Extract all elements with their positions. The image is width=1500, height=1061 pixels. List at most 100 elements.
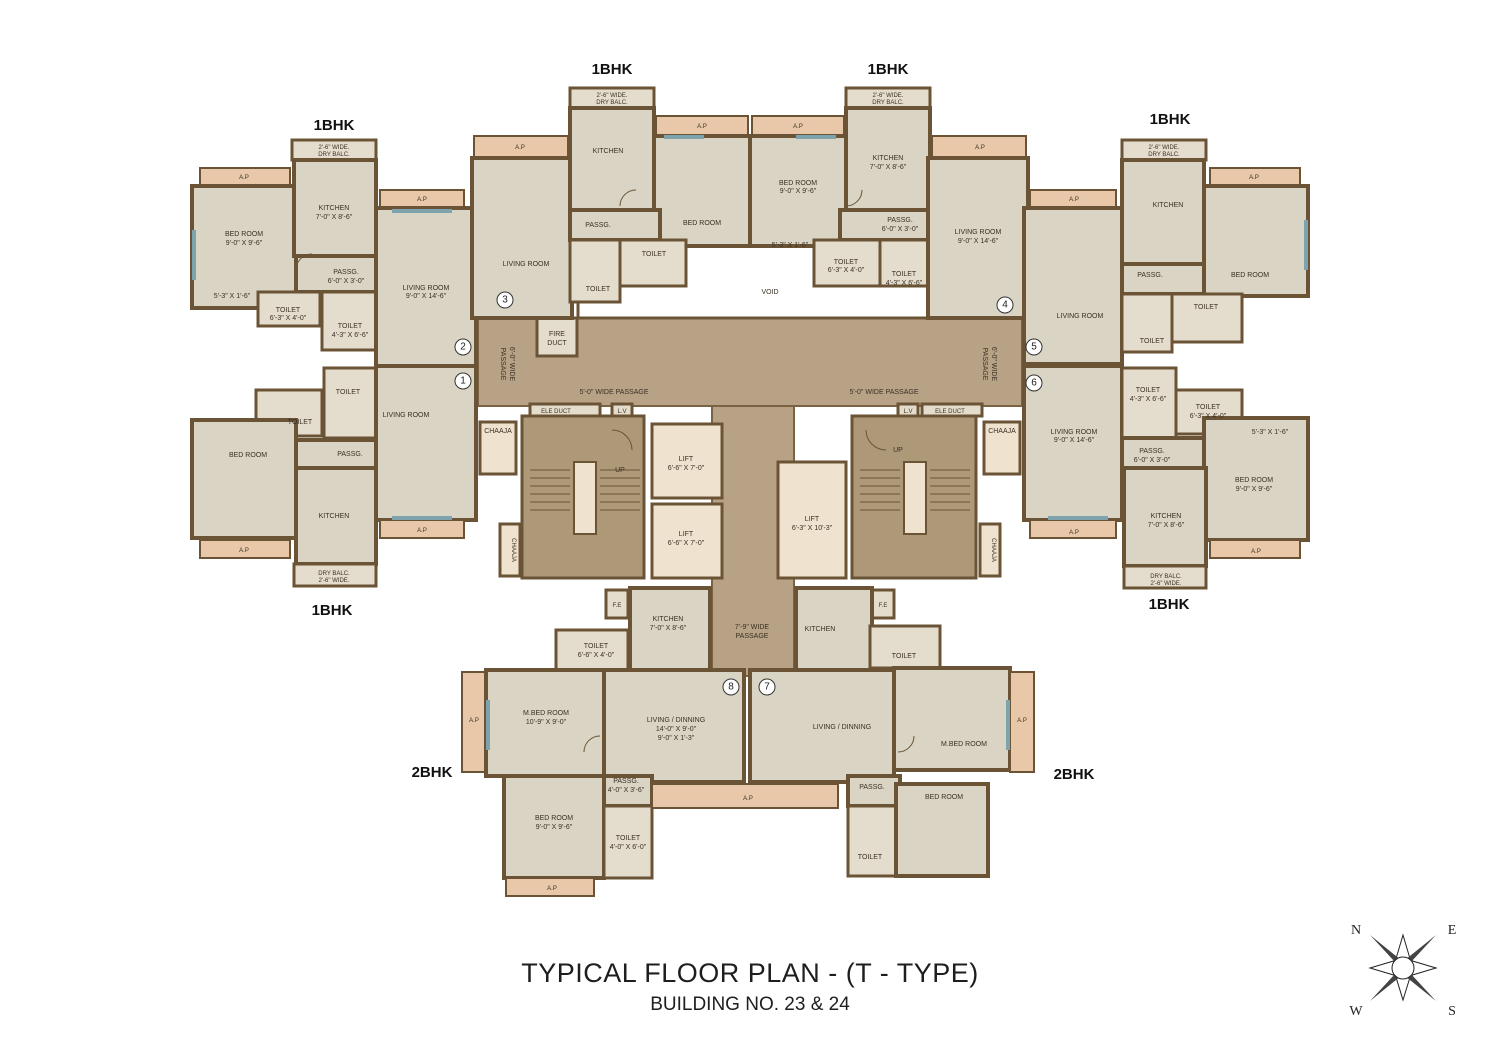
room-dimension: 6'-0" X 3'-0" <box>328 278 365 285</box>
bedroom <box>652 134 752 248</box>
chaaja-label: CHAAJA <box>990 538 996 562</box>
room-dimension: 9'-0" X 14'-6" <box>958 238 999 245</box>
dry-balcony <box>292 562 378 588</box>
room-label: TOILET <box>1140 338 1165 345</box>
lift-label: LIFT <box>679 456 694 463</box>
bedroom <box>748 134 848 248</box>
room-dimension: 2'-6" WIDE. <box>319 578 350 584</box>
room-label: KITCHEN <box>593 148 624 155</box>
room-label: LIVING ROOM <box>403 285 450 292</box>
room-label: LIVING / DINNING <box>813 724 871 731</box>
room-label: LIVING / DINNING <box>647 717 705 724</box>
room-label: M.BED ROOM <box>941 741 987 748</box>
room-label: DRY BALC. <box>318 152 350 158</box>
ap-label: A.P <box>417 197 427 203</box>
flat-8-2bhk-left <box>461 586 839 897</box>
ap-label: A.P <box>417 528 427 534</box>
room-dimension: 10'-9" X 9'-0" <box>526 719 567 726</box>
toilet <box>322 366 380 440</box>
flat-number-4: 4 <box>1002 300 1008 311</box>
flat-3-top-center-left <box>470 86 752 320</box>
room-label: TOILET <box>858 854 883 861</box>
room-dimension: 7'-0" X 8'-6" <box>1148 522 1185 529</box>
room-label: TOILET <box>1196 404 1221 411</box>
room-dimension: 2'-6" WIDE. <box>1149 145 1180 151</box>
toilet <box>812 238 882 288</box>
flat-number-3: 3 <box>502 295 508 306</box>
room-label: TOILET <box>338 323 363 330</box>
room-label: KITCHEN <box>1151 513 1182 520</box>
room-label: TOILET <box>336 389 361 396</box>
room-dimension: 5'-3" X 1'-6" <box>1252 429 1289 436</box>
toilet <box>320 290 378 352</box>
ap-label: A.P <box>743 796 753 802</box>
room-label: PASSG. <box>859 784 885 791</box>
room-label: DRY BALC. <box>872 100 904 106</box>
kitchen <box>292 158 378 258</box>
passage-label: PASSAGE <box>981 348 988 381</box>
ap-label: A.P <box>239 175 249 181</box>
flat-6-bottom-right <box>1022 364 1310 590</box>
unit-label: 1BHK <box>1149 596 1190 613</box>
ap-label: A.P <box>1251 549 1261 555</box>
room-dimension: 6'-3" X 4'-0" <box>1190 413 1227 420</box>
kitchen <box>1122 466 1208 568</box>
kitchen <box>628 586 712 672</box>
lv-label: L.V <box>617 409 626 415</box>
living-room <box>374 364 478 522</box>
room-label: TOILET <box>276 307 301 314</box>
flat-number-2: 2 <box>460 342 466 353</box>
living-room <box>470 156 574 320</box>
room-label: M.BED ROOM <box>523 710 569 717</box>
bedroom <box>190 184 298 310</box>
ap-label: A.P <box>547 886 557 892</box>
unit-label: 1BHK <box>1150 111 1191 128</box>
room-label: KITCHEN <box>653 616 684 623</box>
fire-duct-label: DUCT <box>547 340 567 347</box>
dry-balcony <box>1122 564 1208 590</box>
room-dimension: 2'-6" WIDE. <box>597 93 628 99</box>
room-dimension: 9'-0" X 1'-3" <box>658 735 695 742</box>
toilet <box>602 804 654 880</box>
left-lift-1 <box>650 422 724 500</box>
room-label: DRY BALC. <box>596 100 628 106</box>
room-label: LIVING ROOM <box>1057 313 1104 320</box>
chaaja-right-side <box>978 522 1002 578</box>
room-label: TOILET <box>586 286 611 293</box>
room-dimension: 9'-0" X 9'-6" <box>780 188 817 195</box>
lift-dimension: 6'-3" X 10'-3" <box>792 525 833 532</box>
passage-label: PASSAGE <box>736 633 769 640</box>
fe-label: F.E <box>613 603 622 609</box>
bedroom <box>894 782 990 878</box>
room-label: DRY BALC. <box>1150 574 1182 580</box>
passage-label: PASSAGE <box>499 348 506 381</box>
ap-label: A.P <box>469 718 479 724</box>
room-label: KITCHEN <box>319 513 350 520</box>
chaaja-left-top <box>478 420 518 476</box>
room-label: TOILET <box>1136 387 1161 394</box>
room-label: DRY BALC. <box>1148 152 1180 158</box>
lift-dimension: 6'-6" X 7'-0" <box>668 465 705 472</box>
room-label: BED ROOM <box>683 220 721 227</box>
ap-label: A.P <box>239 548 249 554</box>
room-dimension: 7'-0" X 8'-6" <box>870 164 907 171</box>
flat-number-6: 6 <box>1031 378 1037 389</box>
room-label: BED ROOM <box>229 452 267 459</box>
passage-label: 5'-0" WIDE PASSAGE <box>579 389 648 396</box>
lift-label: LIFT <box>679 531 694 538</box>
lv-label: L.V <box>903 409 912 415</box>
room-label: BED ROOM <box>1231 272 1269 279</box>
room-label: KITCHEN <box>805 626 836 633</box>
master-bedroom <box>892 666 1012 772</box>
flat-number-7: 7 <box>764 682 770 693</box>
flat-number-8: 8 <box>728 682 734 693</box>
unit-label: 2BHK <box>1054 766 1095 783</box>
chaaja-right-top <box>982 420 1022 476</box>
toilet <box>1120 366 1178 440</box>
lift-dimension: 6'-6" X 7'-0" <box>668 540 705 547</box>
lift-label: LIFT <box>805 516 820 523</box>
ap-label: A.P <box>975 145 985 151</box>
chaaja-label: CHAAJA <box>510 538 516 562</box>
unit-label: 1BHK <box>592 61 633 78</box>
